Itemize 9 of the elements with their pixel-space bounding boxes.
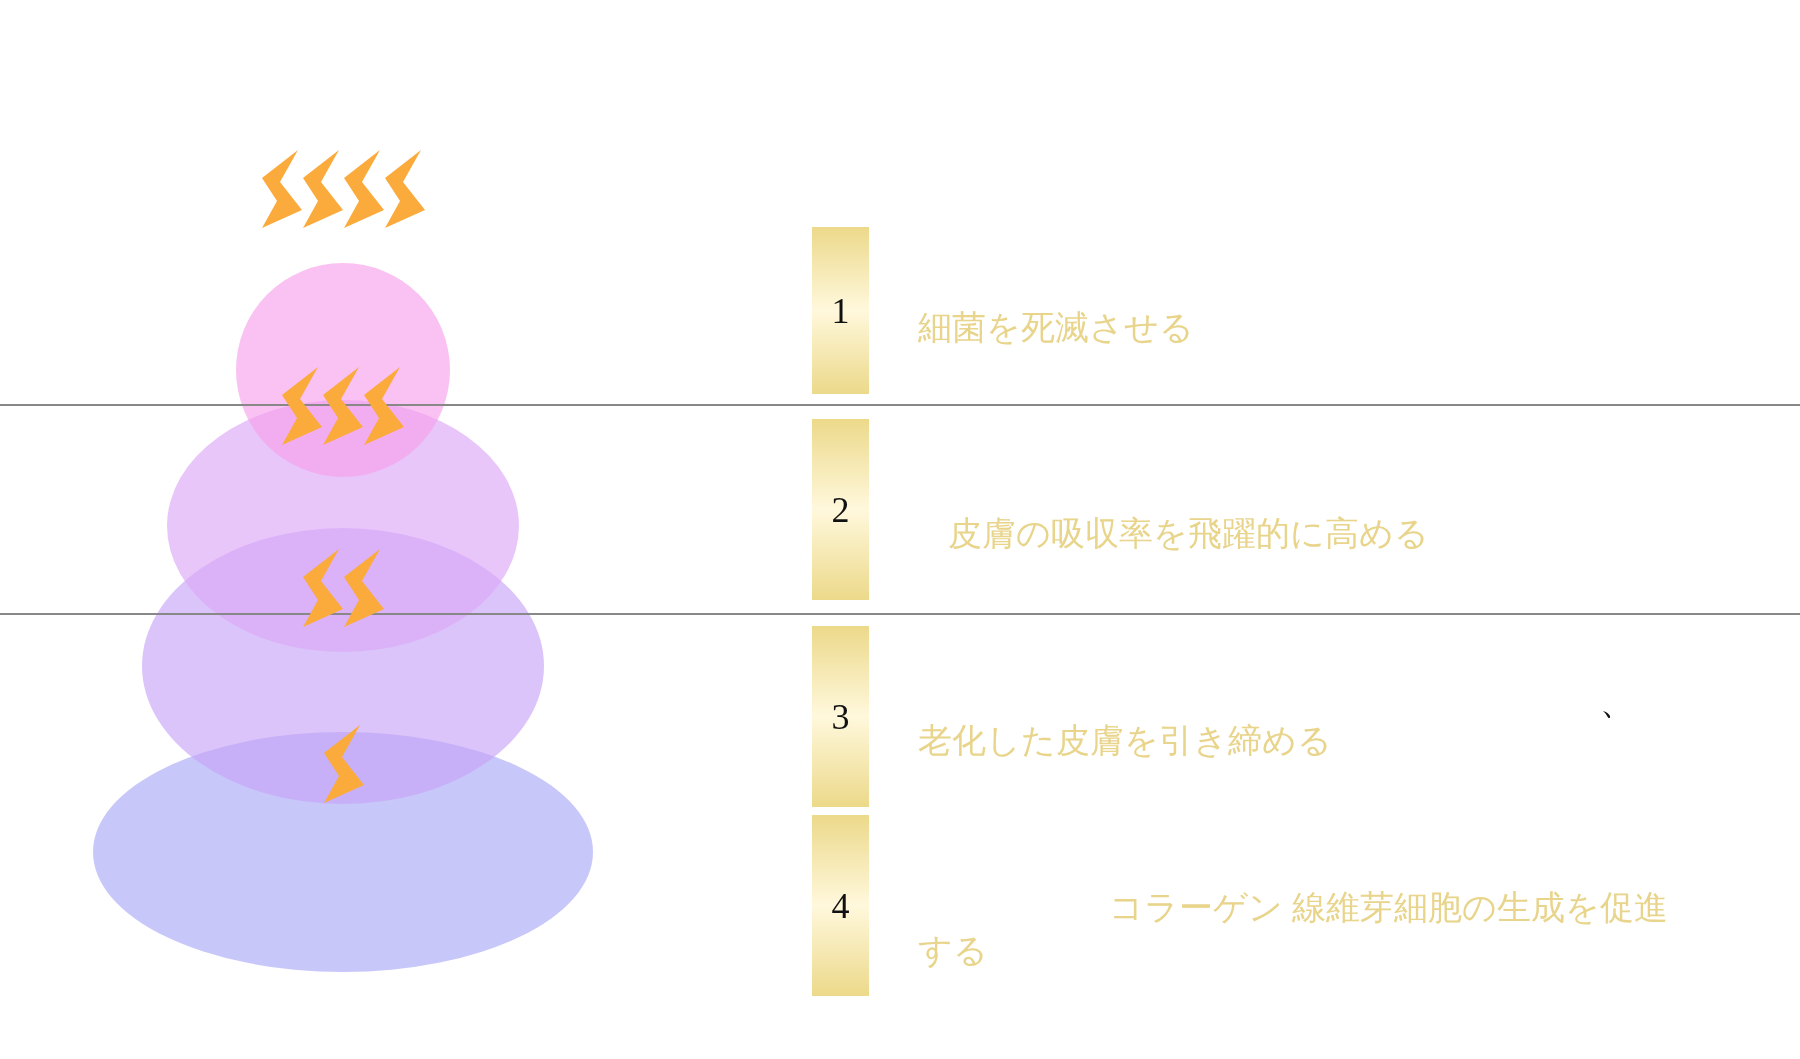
step-number-tab: 2: [812, 419, 869, 600]
step-number-tab: 3: [812, 626, 869, 807]
step-number-tab: 4: [812, 815, 869, 996]
step-description: 皮膚の吸収率を飛躍的に高める: [947, 514, 1430, 554]
step-number-tab: 1: [812, 227, 869, 394]
stray-mark: 、: [1600, 683, 1634, 723]
step-description: コラーゲン 線維芽細胞の生成を促進する: [918, 888, 1669, 971]
step-description: 老化した皮膚を引き締める: [918, 721, 1333, 761]
step-description: 細菌を死滅させる: [918, 308, 1195, 348]
